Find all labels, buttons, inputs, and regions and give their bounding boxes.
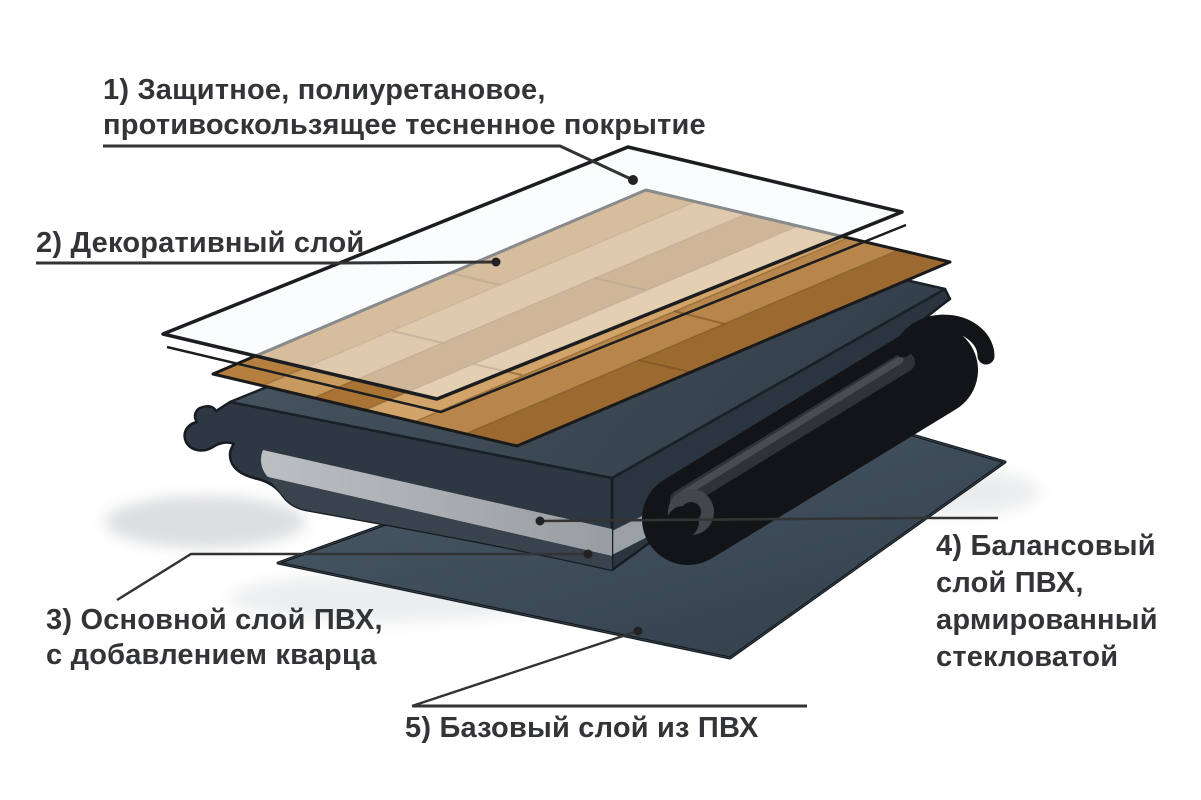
leader-4 bbox=[535, 516, 998, 526]
balance-layer-shape bbox=[642, 314, 995, 565]
label-line: стекловатой bbox=[936, 641, 1119, 673]
label-3-main-layer: 3) Основной слой ПВХ, с добавлением квар… bbox=[46, 604, 383, 674]
roll-highlight-thin bbox=[679, 356, 904, 498]
label-line: армированный bbox=[936, 604, 1158, 636]
leader-5 bbox=[411, 626, 807, 708]
leader-3 bbox=[116, 549, 593, 602]
label-line: с добавлением кварца bbox=[46, 639, 377, 671]
protective-thickness-edge bbox=[166, 223, 907, 414]
wood-plank bbox=[414, 238, 898, 434]
leader-lines bbox=[36, 144, 998, 708]
leader-2-dot bbox=[491, 257, 501, 267]
label-line: 3) Основной слой ПВХ, bbox=[46, 604, 383, 636]
leader-2 bbox=[36, 257, 501, 267]
leader-5-dot bbox=[633, 626, 643, 636]
wood-plank bbox=[465, 250, 950, 446]
leader-3-dot bbox=[583, 549, 593, 559]
label-1-protective-layer: 1) Защитное, полиуретановое, противоскол… bbox=[103, 74, 706, 144]
label-line: противоскользящее тесненное покрытие bbox=[103, 109, 706, 141]
roll-endcap-cover bbox=[667, 506, 699, 538]
label-line: 1) Защитное, полиуретановое, bbox=[103, 74, 546, 106]
leader-1 bbox=[103, 144, 638, 185]
shadow-left bbox=[105, 496, 305, 548]
label-2-decorative-layer: 2) Декоративный слой bbox=[36, 227, 364, 262]
protective-outline bbox=[161, 145, 904, 401]
quartz-band-shape bbox=[260, 450, 612, 556]
label-line: 5) Базовый слой из ПВХ bbox=[405, 712, 759, 744]
label-5-base-layer: 5) Базовый слой из ПВХ bbox=[405, 712, 759, 747]
slab-bottom-strip bbox=[268, 477, 612, 570]
protective-layer-shape bbox=[161, 145, 907, 414]
label-line: слой ПВХ, bbox=[936, 567, 1084, 599]
leader-1-dot bbox=[628, 175, 638, 185]
roll-body bbox=[642, 324, 978, 565]
label-line: 4) Балансовый bbox=[936, 530, 1156, 562]
roll-top-hook bbox=[894, 314, 995, 365]
label-line: 2) Декоративный слой bbox=[36, 227, 365, 259]
roll-highlight bbox=[670, 352, 915, 510]
label-4-balance-layer: 4) Балансовый слой ПВХ, армированный сте… bbox=[936, 530, 1158, 678]
leader-4-dot bbox=[535, 516, 545, 526]
